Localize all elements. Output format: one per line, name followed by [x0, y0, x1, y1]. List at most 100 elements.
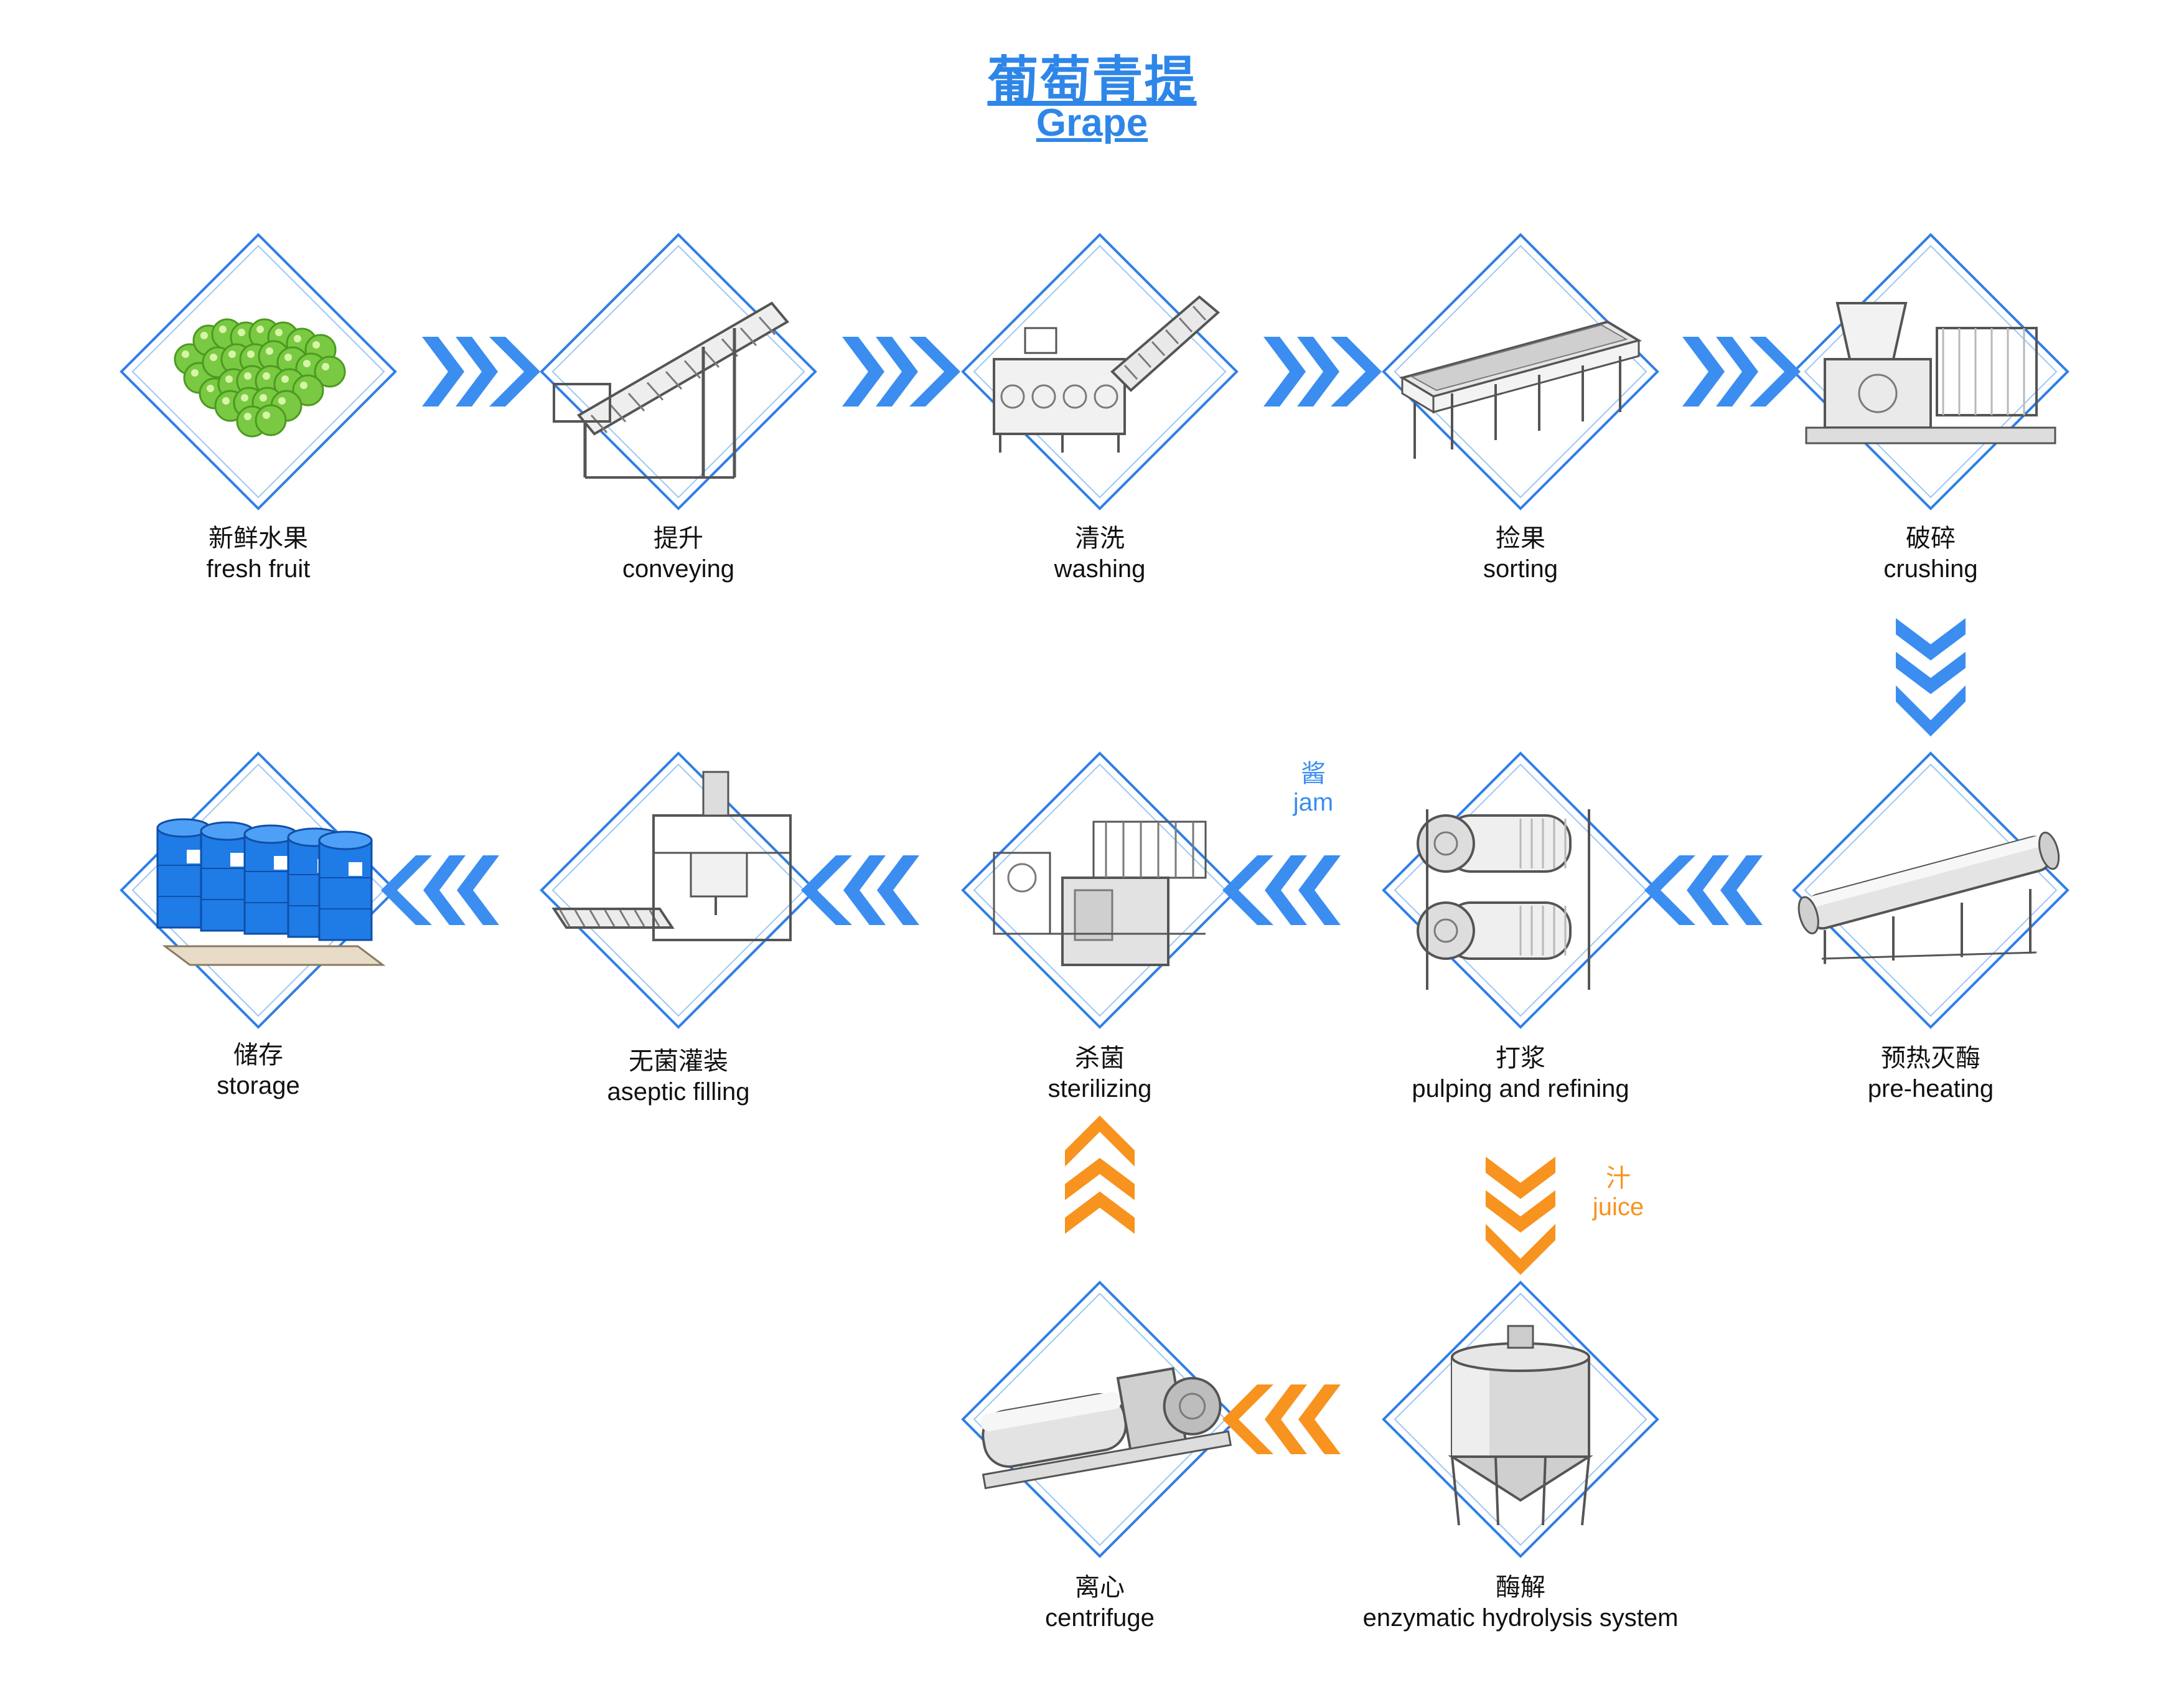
arrow-left-4 — [381, 855, 499, 925]
washing-machine-icon — [993, 295, 1221, 453]
diamond-inner-frame — [131, 245, 385, 499]
label-cn: 离心 — [1075, 1573, 1125, 1602]
label-en: pulping and refining — [1412, 1075, 1629, 1102]
chevron — [842, 337, 884, 407]
chevron — [1065, 1158, 1135, 1200]
title-english: Grape — [1036, 101, 1148, 144]
arrow-right-2 — [842, 337, 960, 407]
chevron — [1896, 618, 1966, 660]
label-en: storage — [217, 1072, 300, 1099]
chevron — [381, 855, 432, 925]
arrow-right-1 — [422, 337, 540, 407]
label-cn: 打浆 — [1496, 1044, 1545, 1073]
node-pre-heating — [1792, 751, 2069, 1029]
pulper-refiner-icon — [1417, 809, 1590, 990]
arrow-down-1 — [1896, 618, 1966, 736]
label-cn: 无菌灌装 — [629, 1047, 728, 1076]
node-centrifuge — [961, 1281, 1239, 1558]
diamond-inner-frame — [551, 763, 805, 1017]
chevron — [1687, 855, 1729, 925]
arrow-juice-up — [1065, 1116, 1135, 1234]
label-en: sterilizing — [1047, 1075, 1152, 1102]
branch-juice-en: juice — [1592, 1193, 1644, 1221]
chevron — [456, 337, 498, 407]
title-chinese: 葡萄青提 — [987, 51, 1197, 110]
branch-jam-cn: 酱 — [1301, 759, 1326, 788]
arrow-left-3 — [801, 855, 919, 925]
chevron — [1065, 1191, 1135, 1234]
grape-bunch-icon — [174, 318, 346, 438]
label-storage: 储存 storage — [40, 1040, 476, 1101]
arrow-juice-down — [1486, 1157, 1555, 1275]
label-cn: 预热灭酶 — [1881, 1044, 1980, 1073]
aseptic-filler-icon — [551, 771, 792, 941]
arrow-left-1 — [1644, 855, 1763, 925]
branch-label-jam: 酱 jam — [1220, 759, 1407, 817]
chevron — [1644, 855, 1695, 925]
label-en: washing — [1054, 555, 1146, 583]
elevator-conveyor-icon — [553, 301, 790, 479]
label-cn: 酶解 — [1496, 1573, 1545, 1602]
chevron — [1682, 337, 1725, 407]
chevron — [1298, 1384, 1341, 1454]
arrow-right-3 — [1263, 337, 1382, 407]
chevron — [1331, 337, 1382, 407]
chevron — [801, 855, 852, 925]
arrow-right-4 — [1682, 337, 1801, 407]
label-cn: 储存 — [233, 1041, 283, 1069]
label-cn: 提升 — [654, 524, 703, 553]
chevron — [1486, 1157, 1555, 1199]
diamond-frame — [540, 751, 817, 1029]
label-cn: 杀菌 — [1075, 1044, 1125, 1073]
node-sorting — [1382, 233, 1659, 510]
chevron — [1486, 1224, 1555, 1275]
chevron — [489, 337, 540, 407]
node-washing — [961, 233, 1239, 510]
chevron — [1222, 855, 1273, 925]
label-cn: 破碎 — [1906, 524, 1956, 553]
node-conveying — [540, 233, 817, 510]
chevron — [1297, 337, 1339, 407]
arrow-left-2 — [1222, 855, 1341, 925]
node-enzymatic — [1382, 1281, 1659, 1558]
sorting-table-icon — [1399, 320, 1643, 459]
branch-jam-en: jam — [1293, 789, 1334, 816]
enzyme-tank-icon — [1448, 1325, 1593, 1526]
chevron — [1265, 855, 1307, 925]
chevron — [1896, 652, 1966, 694]
chevron — [422, 337, 464, 407]
node-sterilizing — [961, 751, 1239, 1029]
label-en: fresh fruit — [206, 555, 311, 583]
chevron — [1065, 1116, 1135, 1167]
label-en: pre-heating — [1867, 1075, 1994, 1102]
node-aseptic-filling — [540, 751, 817, 1029]
diamond-inner-frame — [973, 763, 1227, 1017]
chevron — [1265, 1384, 1307, 1454]
label-en: enzymatic hydrolysis system — [1362, 1604, 1679, 1632]
diamond-inner-frame — [973, 1292, 1227, 1546]
chevron — [876, 337, 918, 407]
arrow-juice-left — [1222, 1384, 1341, 1454]
chevron — [909, 337, 960, 407]
label-en: conveying — [622, 555, 735, 583]
chevron — [1720, 855, 1763, 925]
node-storage — [120, 751, 397, 1029]
centrifuge-icon — [980, 1367, 1232, 1490]
chevron — [1716, 337, 1758, 407]
label-en: crushing — [1883, 555, 1978, 583]
chevron — [1750, 337, 1801, 407]
node-crushing — [1792, 233, 2069, 510]
node-pulping — [1382, 751, 1659, 1029]
label-en: aseptic filling — [607, 1078, 750, 1106]
chevron — [457, 855, 499, 925]
chevron — [877, 855, 919, 925]
